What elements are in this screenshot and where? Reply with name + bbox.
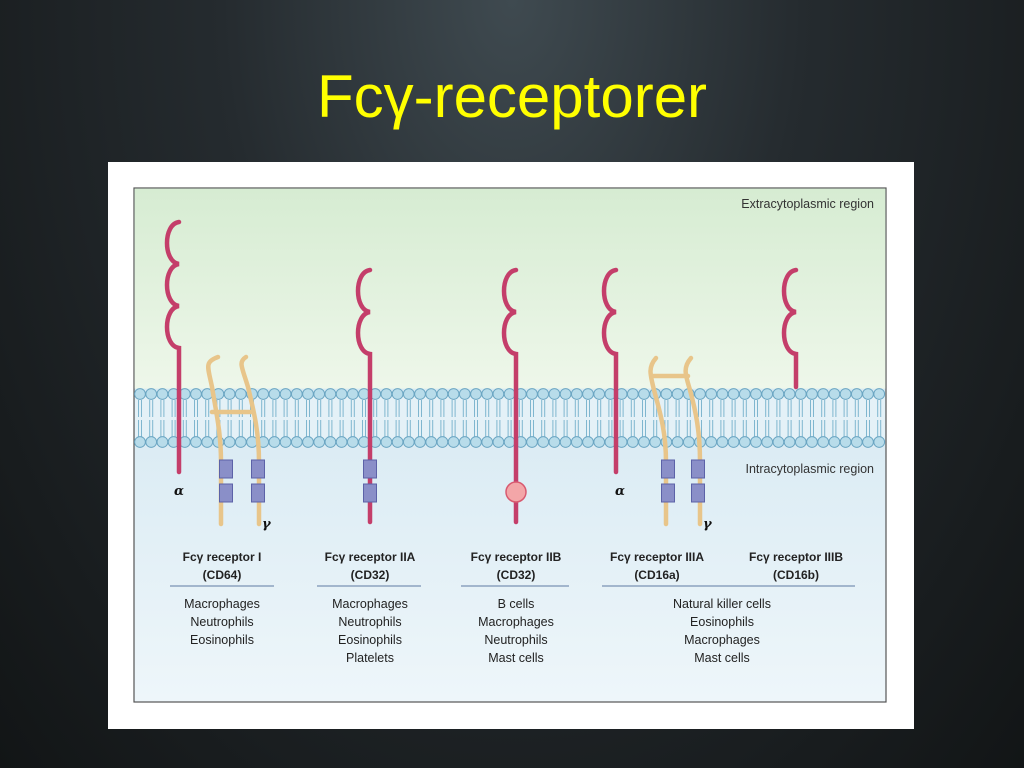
cell-item: Mast cells <box>488 651 544 665</box>
gamma-dimer-receptor-i <box>206 354 262 527</box>
cell-lists: Macrophages Neutrophils Eosinophils Macr… <box>184 597 771 665</box>
cell-item: Neutrophils <box>484 633 547 647</box>
receptor-name-iiib: Fcγ receptor IIIB <box>749 550 843 564</box>
segments-receptor-iia <box>363 459 377 503</box>
gamma-segment-2 <box>691 483 705 503</box>
gamma-label-receptor-i: γ <box>262 517 272 532</box>
cell-item: B cells <box>498 597 535 611</box>
receptor-diagram: Extracytoplasmic region Intracytoplasmic… <box>133 187 887 703</box>
alpha-chain-receptor-iia <box>355 267 373 525</box>
cell-item: Neutrophils <box>190 615 253 629</box>
lipid-bilayer <box>134 388 886 448</box>
cell-item: Macrophages <box>184 597 260 611</box>
gamma-segments-right-i <box>251 459 265 503</box>
gamma-segment-1 <box>251 459 265 479</box>
gamma-segments-right-iiia <box>691 459 705 503</box>
alpha-label-receptor-i: α <box>174 484 184 499</box>
gamma-segment-1 <box>219 459 233 479</box>
receptor-cd-iiib: (CD16b) <box>773 568 819 582</box>
gamma-segment-1 <box>363 459 377 479</box>
alpha-label-receptor-iiia: α <box>615 484 625 499</box>
receptor-cd-iiia: (CD16a) <box>634 568 679 582</box>
slide-title: Fcγ-receptorer <box>316 63 708 130</box>
gamma-segments-left-i <box>219 459 233 503</box>
cell-item: Eosinophils <box>190 633 254 647</box>
receptor-cd-iib: (CD32) <box>497 568 536 582</box>
gamma-segment-2 <box>219 483 233 503</box>
alpha-chain-receptor-iib <box>501 267 519 525</box>
gamma-chain-right <box>239 354 262 527</box>
receptor-name-i: Fcγ receptor I <box>183 550 262 564</box>
receptor-labels: Fcγ receptor I (CD64) Fcγ receptor IIA (… <box>183 550 844 582</box>
receptor-name-iiia: Fcγ receptor IIIA <box>610 550 704 564</box>
receptor-cd-i: (CD64) <box>203 568 242 582</box>
gamma-segment-1 <box>691 459 705 479</box>
cell-item: Macrophages <box>478 615 554 629</box>
gamma-segments-left-iiia <box>661 459 675 503</box>
alpha-chain-receptor-iiib <box>781 267 799 390</box>
itim-circle-receptor-iib <box>505 481 527 503</box>
figure-frame: Extracytoplasmic region Intracytoplasmic… <box>108 162 914 729</box>
alpha-chain-receptor-i <box>164 219 182 475</box>
receptor-cd-iia: (CD32) <box>351 568 390 582</box>
gamma-chain-left <box>206 354 224 527</box>
receptor-chains <box>164 219 799 527</box>
alpha-chain-receptor-iiia <box>601 267 619 475</box>
cell-item: Platelets <box>346 651 394 665</box>
receptor-name-iib: Fcγ receptor IIB <box>471 550 562 564</box>
intracytoplasmic-label: Intracytoplasmic region <box>745 462 874 476</box>
cell-item: Mast cells <box>694 651 750 665</box>
cell-item: Neutrophils <box>338 615 401 629</box>
cell-item: Eosinophils <box>690 615 754 629</box>
receptor-name-iia: Fcγ receptor IIA <box>325 550 416 564</box>
gamma-label-receptor-iiia: γ <box>703 517 713 532</box>
lipid-tails <box>138 400 882 437</box>
extracytoplasmic-label: Extracytoplasmic region <box>741 197 874 211</box>
gamma-dimer-receptor-iiia <box>648 355 703 527</box>
cell-item: Natural killer cells <box>673 597 771 611</box>
gamma-segment-2 <box>661 483 675 503</box>
gamma-segment-2 <box>251 483 265 503</box>
gamma-segment-1 <box>661 459 675 479</box>
gamma-segment-2 <box>363 483 377 503</box>
cell-item: Macrophages <box>332 597 408 611</box>
cell-item: Eosinophils <box>338 633 402 647</box>
cell-item: Macrophages <box>684 633 760 647</box>
extracytoplasmic-area <box>134 188 886 389</box>
gamma-chain-right <box>683 355 703 527</box>
gamma-chain-left <box>648 355 669 527</box>
